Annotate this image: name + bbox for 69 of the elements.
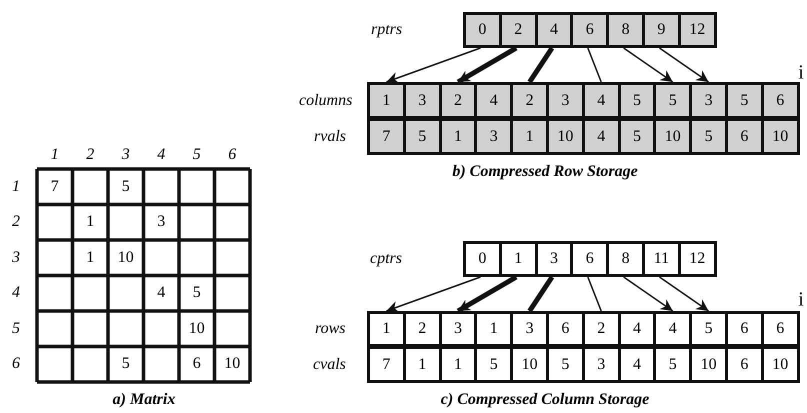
array-cell: 10 bbox=[510, 346, 549, 383]
array-label: rows bbox=[315, 320, 346, 338]
array-cell: 8 bbox=[606, 241, 645, 277]
column-index: 1 bbox=[50, 146, 59, 164]
row-index: 2 bbox=[12, 213, 20, 232]
stray-letter: i bbox=[798, 288, 804, 312]
array-cell: 3 bbox=[689, 82, 728, 119]
array-cell: 3 bbox=[546, 82, 585, 119]
array-label: cptrs bbox=[370, 250, 402, 268]
caption: a) Matrix bbox=[112, 391, 176, 409]
array-cell: 6 bbox=[546, 311, 585, 347]
array-cell: 2 bbox=[510, 82, 549, 119]
matrix-value: 6 bbox=[192, 355, 201, 374]
array-cell: 6 bbox=[725, 118, 764, 155]
array-label: cvals bbox=[313, 356, 346, 374]
array-cell: 10 bbox=[546, 118, 585, 155]
array-cell: 8 bbox=[606, 12, 645, 48]
array-cell: 1 bbox=[367, 82, 406, 119]
row-index: 5 bbox=[12, 320, 20, 338]
matrix-value: 10 bbox=[224, 355, 240, 374]
column-index: 2 bbox=[86, 146, 94, 164]
column-index: 6 bbox=[228, 146, 236, 164]
matrix-value: 1 bbox=[86, 213, 94, 232]
matrix-value: 10 bbox=[118, 248, 134, 267]
row-index: 1 bbox=[12, 178, 20, 196]
matrix-value: 10 bbox=[188, 320, 205, 338]
array-cell: 0 bbox=[463, 12, 502, 48]
matrix-value: 3 bbox=[157, 213, 166, 232]
arrow bbox=[659, 47, 710, 83]
row-index: 4 bbox=[12, 284, 20, 302]
stray-letter: i bbox=[798, 62, 804, 84]
array-cell: 6 bbox=[725, 311, 764, 347]
array-cell: 1 bbox=[367, 311, 406, 347]
array-cell: 1 bbox=[510, 118, 549, 155]
column-index: 4 bbox=[157, 146, 166, 164]
row-index: 6 bbox=[12, 355, 20, 374]
arrow bbox=[456, 46, 518, 84]
arrow bbox=[386, 47, 481, 84]
matrix-value: 4 bbox=[157, 284, 166, 302]
array-cell: 7 bbox=[367, 118, 406, 155]
matrix-value: 5 bbox=[122, 178, 130, 196]
caption: b) Compressed Row Storage bbox=[452, 163, 638, 181]
array-cell: 9 bbox=[642, 12, 681, 48]
arrow bbox=[623, 47, 674, 83]
array-cell: 5 bbox=[689, 118, 728, 155]
arrow bbox=[456, 274, 518, 314]
array-cell: 7 bbox=[367, 346, 406, 383]
matrix-value: 7 bbox=[50, 178, 59, 196]
array-cell: 5 bbox=[689, 311, 728, 347]
column-index: 3 bbox=[122, 146, 130, 164]
array-cell: 3 bbox=[510, 311, 549, 347]
array-cell: 6 bbox=[725, 346, 764, 383]
column-index: 5 bbox=[192, 146, 201, 164]
arrow bbox=[386, 276, 481, 313]
array-cell: 5 bbox=[546, 346, 585, 383]
array-label: columns bbox=[299, 92, 352, 110]
caption: c) Compressed Column Storage bbox=[440, 391, 650, 409]
array-label: rptrs bbox=[371, 21, 402, 39]
array-cell: 10 bbox=[689, 346, 728, 383]
matrix-value: 5 bbox=[192, 284, 201, 302]
array-cell: 5 bbox=[725, 82, 764, 119]
arrow bbox=[659, 276, 710, 312]
matrix-value: 1 bbox=[86, 248, 94, 267]
array-label: rvals bbox=[314, 128, 346, 146]
array-cell: 11 bbox=[642, 241, 681, 277]
row-index: 3 bbox=[12, 248, 20, 267]
matrix-value: 5 bbox=[122, 355, 130, 374]
array-cell: 0 bbox=[463, 241, 502, 277]
arrow bbox=[623, 276, 674, 312]
